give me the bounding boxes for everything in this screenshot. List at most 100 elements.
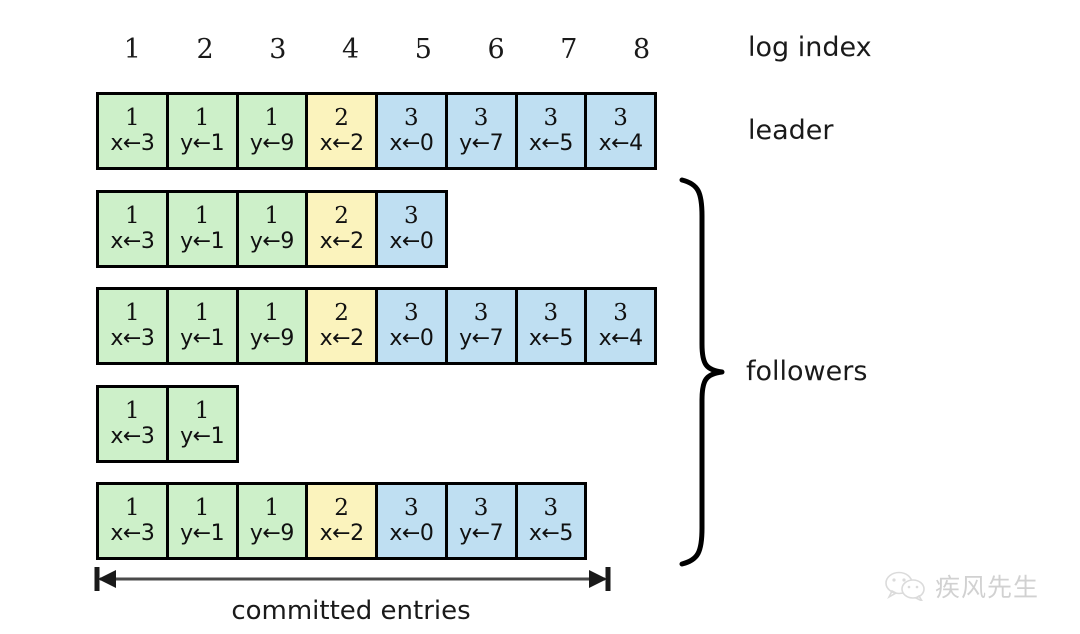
entry-command: x←4: [598, 131, 643, 156]
entry-term: 2: [334, 495, 349, 521]
log-index-8: 8: [633, 34, 651, 65]
entry-term: 2: [334, 203, 349, 229]
entry-command: x←3: [110, 131, 155, 156]
committed-entries-label: committed entries: [231, 596, 471, 626]
entry-term: 3: [543, 300, 559, 326]
entry-term: 2: [334, 105, 349, 131]
entry-command: y←9: [249, 326, 294, 351]
entry-command: y←1: [180, 229, 225, 254]
entry-term: 3: [473, 105, 489, 131]
entry-command: x←3: [110, 326, 155, 351]
entry-term: 3: [543, 495, 559, 521]
entry-command: x←3: [110, 424, 155, 449]
entry-term: 3: [404, 300, 419, 326]
entry-term: 3: [543, 105, 559, 131]
entry-command: y←9: [249, 521, 294, 546]
entry-term: 1: [264, 203, 280, 229]
log-index-4: 4: [342, 34, 360, 65]
entry-command: y←9: [249, 229, 294, 254]
entry-term: 1: [194, 203, 210, 229]
leader-label: leader: [748, 115, 834, 146]
entry-term: 1: [194, 300, 210, 326]
entry-command: y←9: [249, 131, 294, 156]
entry-term: 3: [613, 105, 628, 131]
entry-term: 3: [473, 300, 489, 326]
entry-term: 1: [194, 398, 210, 424]
entry-command: y←7: [459, 326, 504, 351]
entry-command: x←4: [598, 326, 643, 351]
entry-term: 3: [404, 105, 419, 131]
entry-command: x←0: [389, 521, 434, 546]
entry-term: 2: [334, 300, 349, 326]
entry-command: y←1: [180, 521, 225, 546]
entry-term: 3: [404, 203, 419, 229]
entry-command: x←3: [110, 229, 155, 254]
entry-command: x←2: [319, 131, 364, 156]
entry-command: y←1: [180, 424, 225, 449]
entry-command: x←5: [528, 521, 573, 546]
entry-term: 1: [125, 398, 140, 424]
entry-command: x←0: [389, 326, 434, 351]
entry-command: x←5: [528, 131, 573, 156]
entry-term: 3: [473, 495, 489, 521]
entry-term: 1: [264, 300, 280, 326]
committed-entries-arrow-icon: [94, 567, 611, 591]
entry-term: 3: [404, 495, 419, 521]
entry-command: x←0: [389, 131, 434, 156]
entry-command: x←0: [389, 229, 434, 254]
entry-command: x←3: [110, 521, 155, 546]
log-index-3: 3: [269, 34, 287, 65]
log-index-label: log index: [748, 32, 872, 63]
entry-command: y←7: [459, 521, 504, 546]
entry-command: y←1: [180, 131, 225, 156]
entry-term: 1: [125, 495, 140, 521]
entry-command: y←7: [459, 131, 504, 156]
entry-term: 3: [613, 300, 628, 326]
watermark-text: 疾风先生: [935, 573, 1040, 602]
followers-brace-icon: [679, 177, 725, 567]
log-index-1: 1: [123, 34, 141, 65]
entry-term: 1: [264, 105, 280, 131]
log-index-5: 5: [414, 34, 432, 65]
entry-command: x←2: [319, 521, 364, 546]
entry-term: 1: [264, 495, 280, 521]
entry-command: x←2: [319, 229, 364, 254]
entry-term: 1: [194, 105, 210, 131]
